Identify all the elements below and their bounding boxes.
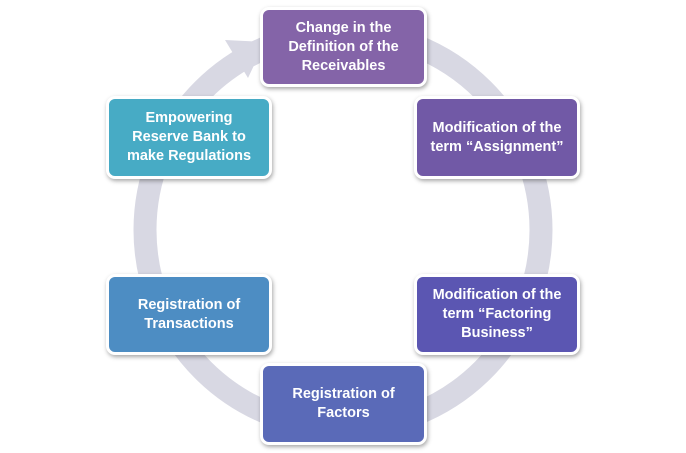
node-change-definition-receivables: Change in the Definition of the Receivab… [260, 7, 427, 87]
node-label: Modification of the term “Factoring Busi… [432, 287, 562, 341]
node-modification-assignment: Modification of the term “Assignment” [414, 96, 580, 179]
node-modification-factoring-business: Modification of the term “Factoring Busi… [414, 274, 580, 355]
node-empowering-reserve-bank: Empowering Reserve Bank to make Regulati… [106, 96, 272, 179]
node-label: Registration of Transactions [137, 296, 241, 332]
node-label: Registration of Factors [292, 386, 395, 421]
node-registration-transactions: Registration of Transactions [106, 274, 272, 355]
node-registration-factors: Registration of Factors [260, 363, 427, 445]
node-label: Change in the Definition of the Receivab… [288, 19, 399, 74]
cycle-arrowhead [225, 40, 265, 78]
node-label: Empowering Reserve Bank to make Regulati… [126, 110, 252, 164]
node-label: Modification of the term “Assignment” [430, 119, 564, 155]
